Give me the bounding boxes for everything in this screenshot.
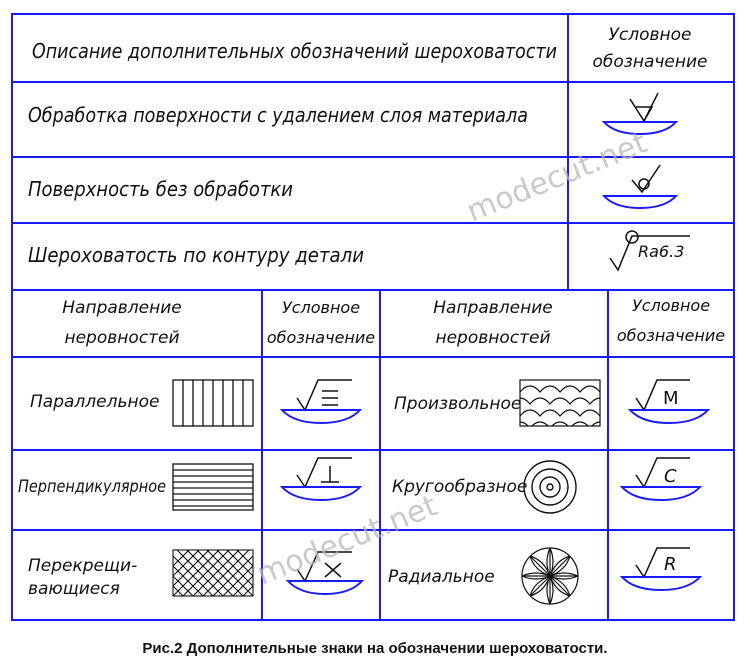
symbol-radial-icon (635, 547, 690, 579)
header-direction-right-1: Направление (433, 298, 553, 318)
symbol-parallel-icon (296, 379, 352, 412)
label-arbitrary: Произвольное (394, 394, 521, 414)
table-grid (11, 13, 735, 621)
symbol-circular-icon (635, 457, 690, 489)
symbol-crossing-icon (296, 551, 352, 583)
symbol-arbitrary-icon (635, 379, 690, 412)
removal-roughness-icon (629, 92, 659, 123)
row-contour-text: Шероховатость по контуру детали (28, 243, 364, 267)
header-symbol-line2: обозначение (593, 52, 708, 72)
header-symbol-left-1: Условное (282, 298, 360, 317)
surface-bowls-bottom (279, 409, 711, 596)
symbol-arbitrary-letter: M (663, 388, 679, 409)
surface-bowls-top (601, 121, 679, 210)
header-symbol-right-2: обозначение (617, 326, 725, 345)
radial-lines-icon (521, 547, 579, 605)
contour-roughness-value: Ra6.3 (638, 242, 684, 261)
label-circular: Кругообразное (392, 477, 527, 497)
header-direction-right-2: неровностей (435, 328, 550, 348)
symbol-radial-letter: R (664, 554, 677, 575)
header-description: Описание дополнительных обозначений шеро… (32, 39, 557, 63)
header-direction-left-1: Направление (62, 298, 182, 318)
label-crossing-1: Перекрещи- (28, 556, 137, 576)
header-symbol-left-2: обозначение (267, 328, 375, 347)
watermark-top: modecut.net (462, 125, 653, 229)
crosshatch-pattern-icon (172, 549, 254, 597)
figure-caption: Рис.2 Дополнительные знаки на обозначени… (142, 640, 608, 657)
no-removal-roughness-icon (631, 164, 661, 194)
contour-roughness-icon (609, 230, 690, 272)
label-crossing-2: вающиеся (28, 579, 120, 599)
roughness-table-svg: Описание дополнительных обозначений шеро… (11, 13, 735, 621)
scales-pattern-icon (519, 379, 601, 427)
horizontal-lines-pattern-icon (172, 463, 254, 511)
header-symbol-right-1: Условное (632, 296, 710, 315)
symbol-circular-letter: C (664, 466, 677, 487)
header-symbol-line1: Условное (609, 25, 692, 45)
label-radial: Радиальное (388, 567, 495, 587)
label-parallel: Параллельное (30, 392, 159, 412)
label-perpendicular: Перпендикулярное (18, 477, 166, 497)
vertical-lines-pattern-icon (172, 379, 254, 427)
header-direction-left-2: неровностей (64, 328, 179, 348)
row-removal-text: Обработка поверхности с удалением слоя м… (28, 103, 528, 127)
concentric-circles-icon (523, 460, 577, 514)
symbol-perpendicular-icon (296, 457, 352, 489)
row-no-removal-text: Поверхность без обработки (28, 177, 293, 201)
